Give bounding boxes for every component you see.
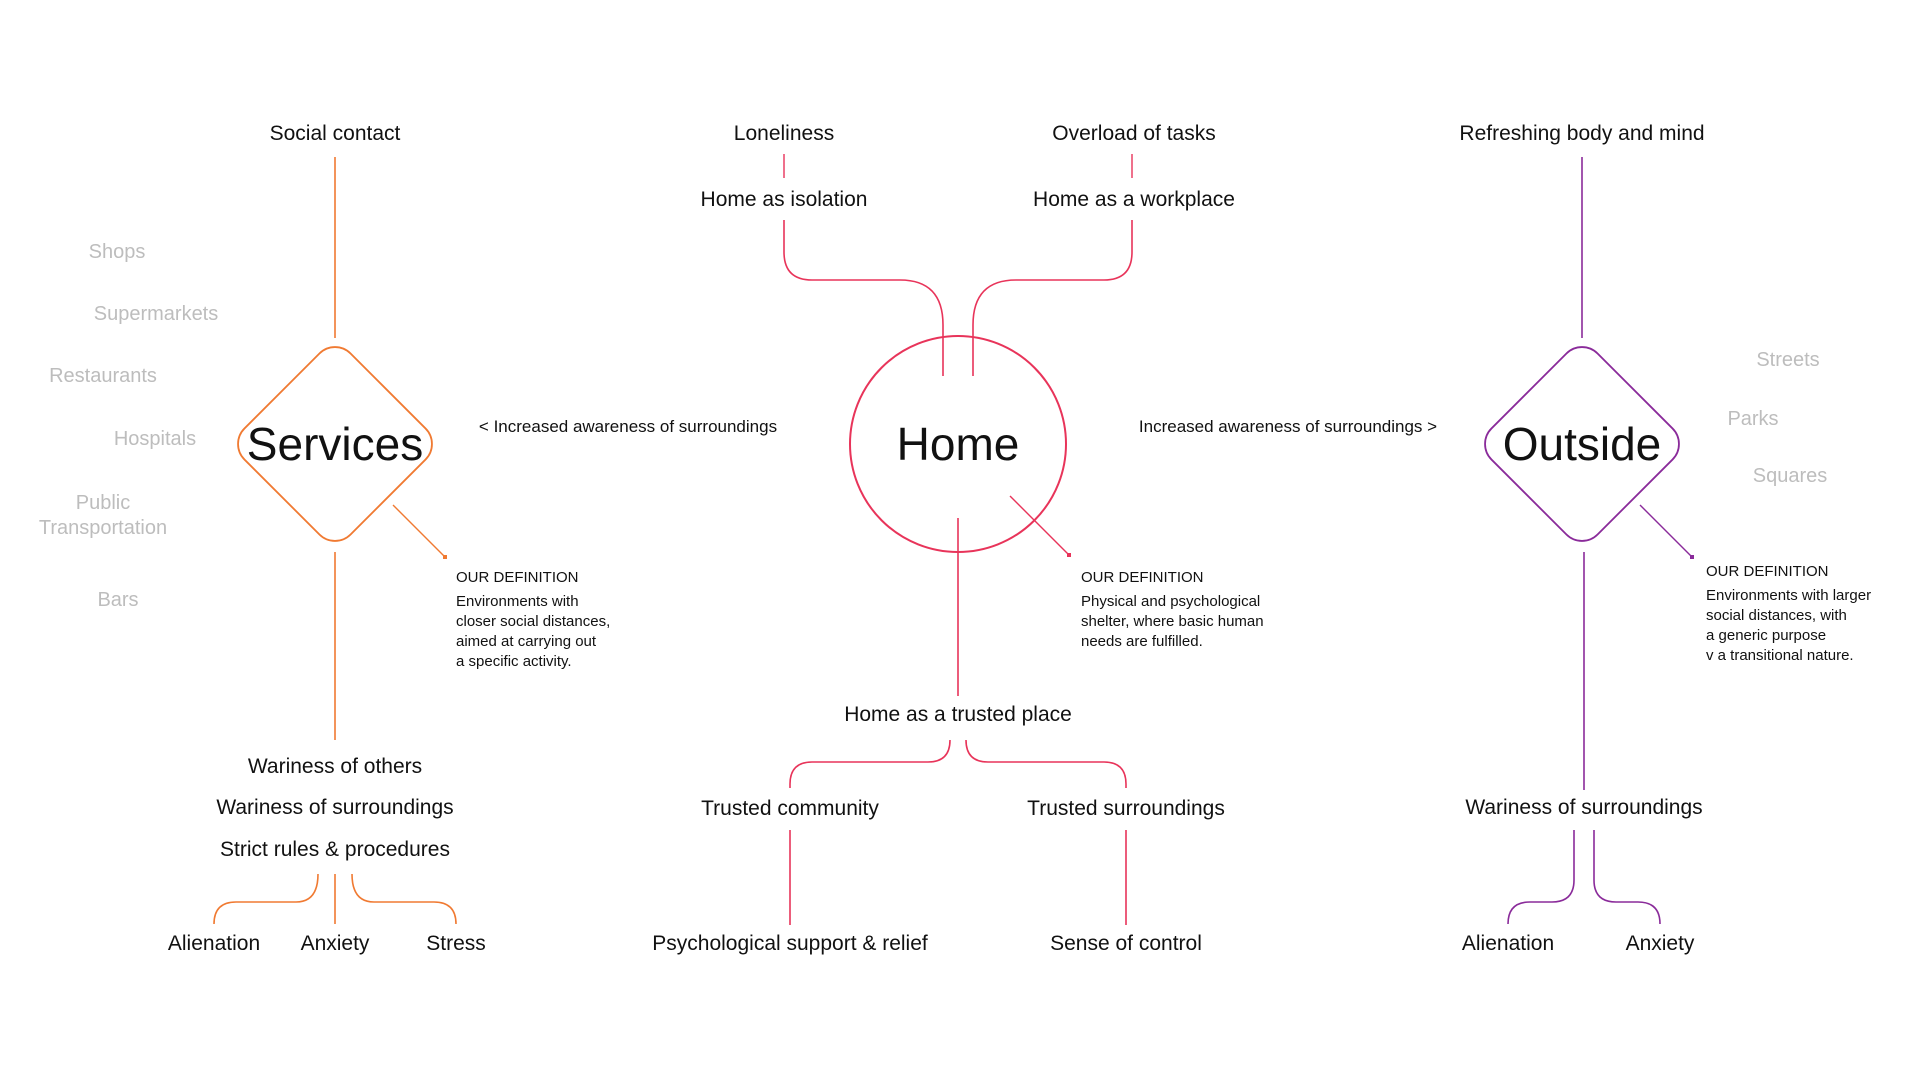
home-definition-pointer [1009, 495, 1070, 556]
outside-definition-dot [1690, 555, 1694, 559]
label-services-stress: Stress [426, 932, 486, 955]
label-services-wariness-of-surroundings: Wariness of surroundings [216, 796, 454, 819]
label-services-alienation: Alienation [167, 932, 261, 955]
outside-example-squares: Squares [1752, 465, 1828, 487]
label-trusted-surroundings: Trusted surroundings [1027, 797, 1225, 820]
services-diamond [237, 346, 433, 542]
services-definition-heading: OUR DEFINITION [456, 569, 579, 586]
outside-definition-text: Environments with larger social distance… [1706, 587, 1872, 664]
label-strict-rules: Strict rules & procedures [220, 838, 450, 861]
outside-definition-pointer [1639, 504, 1693, 558]
label-wariness-of-others: Wariness of others [247, 755, 423, 778]
label-psychological-support: Psychological support & relief [652, 932, 928, 955]
label-refreshing-body-mind: Refreshing body and mind [1459, 122, 1705, 145]
outside-example-parks: Parks [1727, 408, 1779, 430]
node-services-label: Services [246, 418, 424, 470]
services-definition-text: Environments with closer social distance… [456, 593, 611, 670]
outside-diamond [1484, 346, 1680, 542]
label-loneliness: Loneliness [733, 122, 835, 145]
label-sense-of-control: Sense of control [1050, 932, 1202, 955]
label-home-as-isolation: Home as isolation [700, 188, 868, 211]
outside-definition-heading: OUR DEFINITION [1706, 563, 1829, 580]
label-services-anxiety: Anxiety [300, 932, 370, 955]
home-definition-text: Physical and psychological shelter, wher… [1081, 593, 1264, 650]
label-outside-alienation: Alienation [1461, 932, 1555, 955]
label-outside-wariness-of-surroundings: Wariness of surroundings [1465, 796, 1703, 819]
services-example-supermarkets: Supermarkets [93, 303, 219, 325]
label-outside-anxiety: Anxiety [1625, 932, 1695, 955]
services-example-bars: Bars [97, 589, 139, 611]
label-home-as-workplace: Home as a workplace [1033, 188, 1235, 211]
curve-isolation-home [783, 220, 944, 376]
home-definition: OUR DEFINITION Physical and psychologica… [1081, 568, 1301, 652]
home-definition-dot [1067, 553, 1071, 557]
outside-definition: OUR DEFINITION Environments with larger … [1706, 562, 1920, 666]
label-trusted-community: Trusted community [701, 797, 879, 820]
services-definition: OUR DEFINITION Environments with closer … [456, 568, 676, 672]
curve-trusted-community [789, 739, 951, 788]
curve-services-alienation [213, 873, 319, 925]
label-overload-of-tasks: Overload of tasks [1052, 122, 1216, 145]
outside-example-streets: Streets [1756, 349, 1820, 371]
services-example-hospitals: Hospitals [113, 428, 197, 450]
curve-outside-alienation [1507, 830, 1575, 925]
curve-services-stress [351, 873, 457, 925]
curve-trusted-surroundings [965, 739, 1127, 788]
services-example-shops: Shops [88, 241, 146, 263]
axis-label-right: Increased awareness of surroundings > [1138, 417, 1438, 436]
label-social-contact: Social contact [269, 122, 401, 145]
curve-outside-anxiety [1593, 830, 1661, 925]
node-outside-label: Outside [1502, 418, 1662, 470]
home-definition-heading: OUR DEFINITION [1081, 569, 1204, 586]
curve-workplace-home [972, 220, 1133, 376]
services-example-public-transportation: Public Transportation [38, 492, 168, 539]
axis-label-left: < Increased awareness of surroundings [478, 417, 778, 436]
label-home-trusted-place: Home as a trusted place [844, 703, 1072, 726]
services-definition-pointer [392, 504, 446, 558]
services-example-restaurants: Restaurants [49, 365, 157, 387]
node-home-label: Home [896, 418, 1020, 470]
services-definition-dot [443, 555, 447, 559]
